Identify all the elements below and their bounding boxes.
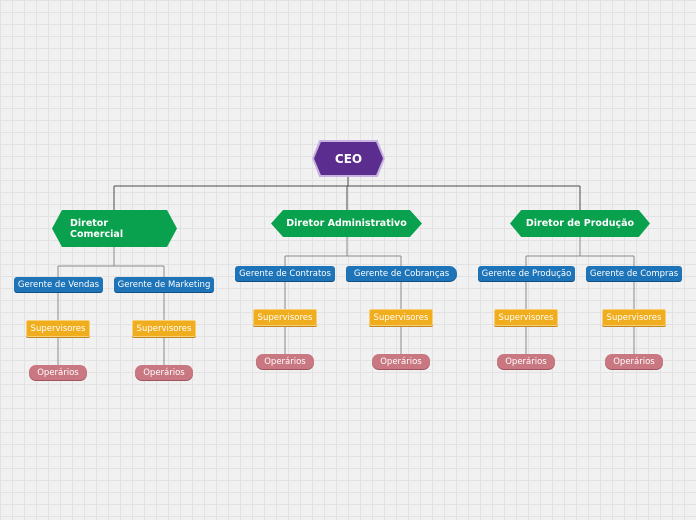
supervisor-cobrancas-node[interactable]: Supervisores bbox=[369, 309, 433, 326]
manager-contratos-node[interactable]: Gerente de Contratos bbox=[235, 266, 335, 281]
operator-compras-label: Operários bbox=[613, 356, 655, 367]
manager-supervisor-connector-2 bbox=[284, 281, 402, 309]
manager-supervisor-connector-1 bbox=[57, 292, 165, 320]
supervisor-producao-label: Supervisores bbox=[498, 312, 554, 323]
supervisor-producao-node[interactable]: Supervisores bbox=[494, 309, 558, 326]
supervisor-contratos-label: Supervisores bbox=[257, 312, 313, 323]
ceo-node[interactable]: CEO bbox=[314, 142, 383, 175]
director-comercial-connector bbox=[57, 247, 165, 277]
supervisor-operator-connector-3 bbox=[525, 326, 635, 354]
ceo-connector bbox=[113, 176, 581, 210]
supervisor-marketing-node[interactable]: Supervisores bbox=[132, 320, 196, 337]
supervisor-operator-connector-2 bbox=[284, 326, 402, 354]
operator-vendas-node[interactable]: Operários bbox=[29, 365, 87, 380]
manager-compras-node[interactable]: Gerente de Compras bbox=[586, 266, 682, 281]
operator-marketing-label: Operários bbox=[143, 367, 185, 378]
supervisor-cobrancas-label: Supervisores bbox=[373, 312, 429, 323]
manager-compras-label: Gerente de Compras bbox=[589, 268, 679, 279]
operator-marketing-node[interactable]: Operários bbox=[135, 365, 193, 380]
operator-contratos-label: Operários bbox=[264, 356, 306, 367]
director-comercial-node[interactable]: Diretor Comercial bbox=[52, 210, 177, 247]
supervisor-vendas-node[interactable]: Supervisores bbox=[26, 320, 90, 337]
supervisor-compras-node[interactable]: Supervisores bbox=[602, 309, 666, 326]
manager-producao-node[interactable]: Gerente de Produção bbox=[478, 266, 575, 281]
operator-producao-label: Operários bbox=[505, 356, 547, 367]
manager-cobrancas-node[interactable]: Gerente de Cobranças bbox=[346, 266, 457, 281]
director-producao-label: Diretor de Produção bbox=[525, 218, 635, 229]
manager-supervisor-connector-3 bbox=[525, 281, 635, 309]
manager-contratos-label: Gerente de Contratos bbox=[239, 268, 331, 279]
manager-marketing-node[interactable]: Gerente de Marketing bbox=[114, 277, 214, 292]
manager-marketing-label: Gerente de Marketing bbox=[117, 279, 211, 290]
ceo-label: CEO bbox=[334, 151, 363, 166]
director-administrativo-node[interactable]: Diretor Administrativo bbox=[271, 210, 422, 237]
director-administrativo-label: Diretor Administrativo bbox=[286, 218, 407, 229]
operator-vendas-label: Operários bbox=[37, 367, 79, 378]
operator-compras-node[interactable]: Operários bbox=[605, 354, 663, 369]
operator-contratos-node[interactable]: Operários bbox=[256, 354, 314, 369]
manager-vendas-node[interactable]: Gerente de Vendas bbox=[14, 277, 103, 292]
director-producao-connector bbox=[525, 237, 635, 266]
supervisor-marketing-label: Supervisores bbox=[136, 323, 192, 334]
operator-cobrancas-node[interactable]: Operários bbox=[372, 354, 430, 369]
operator-cobrancas-label: Operários bbox=[380, 356, 422, 367]
supervisor-contratos-node[interactable]: Supervisores bbox=[253, 309, 317, 326]
supervisor-operator-connector-1 bbox=[57, 337, 165, 365]
supervisor-compras-label: Supervisores bbox=[606, 312, 662, 323]
manager-producao-label: Gerente de Produção bbox=[481, 268, 572, 279]
manager-vendas-label: Gerente de Vendas bbox=[17, 279, 100, 290]
director-producao-node[interactable]: Diretor de Produção bbox=[510, 210, 650, 237]
operator-producao-node[interactable]: Operários bbox=[497, 354, 555, 369]
manager-cobrancas-label: Gerente de Cobranças bbox=[353, 268, 450, 279]
director-administrativo-connector bbox=[284, 237, 402, 266]
supervisor-vendas-label: Supervisores bbox=[30, 323, 86, 334]
director-comercial-label: Diretor Comercial bbox=[70, 217, 124, 240]
